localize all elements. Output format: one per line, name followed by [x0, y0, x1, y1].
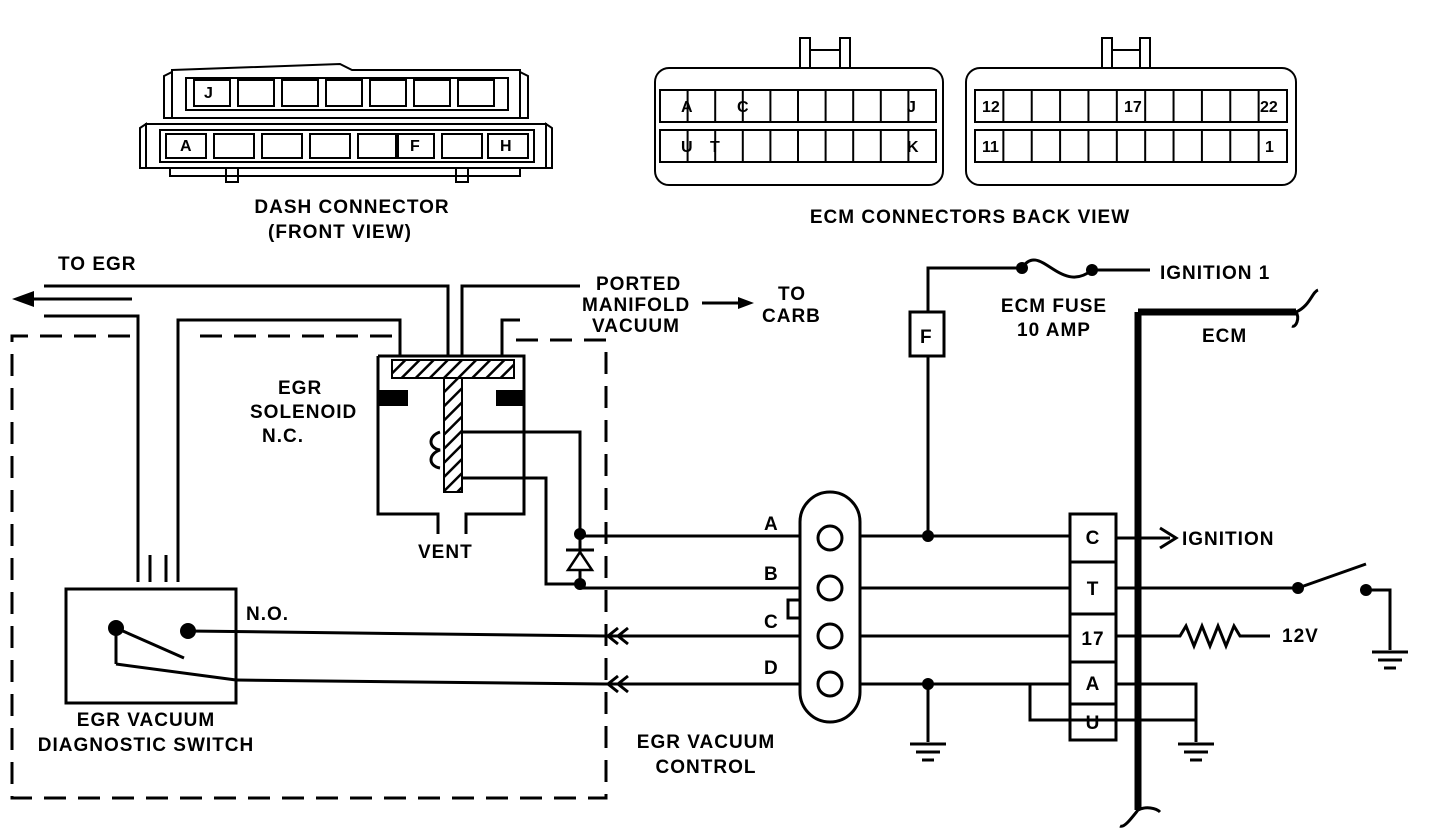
vacuum-lines [12, 284, 754, 582]
dash-connector-title: DASH CONNECTOR [254, 197, 449, 218]
switch-label-1: EGR VACUUM [77, 710, 215, 731]
test-switch [1116, 562, 1408, 670]
ecm-pin-k: K [907, 139, 919, 156]
four-pin-connector [786, 490, 862, 724]
harness-wires [187, 534, 800, 694]
dash-pin-h: H [500, 138, 512, 155]
ignition-1-label: IGNITION 1 [1160, 263, 1270, 284]
egr-control-label-1: EGR VACUUM [637, 732, 775, 753]
ecm-terminal-t: T [1087, 579, 1100, 600]
ecm-pin-a: A [681, 99, 693, 116]
wire-d-label: D [764, 658, 779, 679]
ecm-label: ECM [1202, 326, 1247, 347]
to-egr-label: TO EGR [58, 254, 137, 275]
dash-pin-j: J [204, 85, 213, 102]
to-carb-label-1: TO [778, 284, 806, 305]
dash-connector: J A F H DASH CONNECTOR (FRONT VIEW) [139, 62, 553, 243]
ecm-connector-left: A C J U T K [654, 37, 944, 186]
ecm-pin-u: U [681, 139, 693, 156]
ecm-pin-c: C [737, 99, 749, 116]
ported-label-2: MANIFOLD [582, 295, 690, 316]
ecm-terminal-a: A [1086, 674, 1101, 695]
solenoid-label-1: EGR [278, 378, 322, 399]
ecm-wires [860, 356, 1070, 762]
ecm-fuse [908, 258, 1150, 358]
wire-a-label: A [764, 514, 779, 535]
egr-solenoid [376, 354, 582, 586]
ecm-connector-right: 12 17 22 11 1 [965, 37, 1297, 186]
ecm-terminal-u: U [1086, 713, 1101, 734]
dash-pin-a: A [180, 138, 192, 155]
ecm-pin-12: 12 [982, 99, 1000, 116]
wire-b-label: B [764, 564, 779, 585]
ecm-terminal-17: 17 [1081, 629, 1104, 650]
egr-vacuum-diagnostic-switch [64, 587, 238, 705]
wire-c-label: C [764, 612, 779, 633]
fuse-letter: F [920, 327, 933, 348]
ecm-pin-11: 11 [982, 139, 999, 156]
ecm-terminal-c: C [1086, 528, 1101, 549]
fuse-label-1: ECM FUSE [1001, 296, 1107, 317]
to-carb-label-2: CARB [762, 306, 821, 327]
dash-connector-subtitle: (FRONT VIEW) [268, 222, 412, 243]
ported-label-3: VACUUM [592, 316, 680, 337]
ecm-pin-22: 22 [1260, 99, 1278, 116]
switch-no-label: N.O. [246, 604, 289, 625]
fuse-label-2: 10 AMP [1017, 320, 1091, 341]
ignition-label: IGNITION [1182, 529, 1274, 550]
switch-label-2: DIAGNOSTIC SWITCH [38, 735, 255, 756]
ignition-arrow [1116, 526, 1179, 550]
ecm-connectors-title: ECM CONNECTORS BACK VIEW [810, 207, 1130, 228]
vent-label: VENT [418, 542, 473, 563]
ecm-pin-1: 1 [1265, 139, 1274, 156]
pullup-resistor [1116, 621, 1270, 651]
component-boundary [10, 334, 608, 800]
dash-pin-f: F [410, 138, 420, 155]
solenoid-label-2: SOLENOID [250, 402, 357, 423]
egr-control-label-2: CONTROL [656, 757, 757, 778]
ecm-pin-t: T [710, 139, 720, 156]
ecm-terminal-block [1028, 512, 1214, 762]
ported-label-1: PORTED [596, 274, 681, 295]
ecm-pin-j: J [907, 99, 916, 116]
voltage-label: 12V [1282, 626, 1319, 647]
ecm-pin-17: 17 [1124, 99, 1142, 116]
solenoid-label-3: N.C. [262, 426, 304, 447]
ecm-boundary [1119, 288, 1319, 828]
